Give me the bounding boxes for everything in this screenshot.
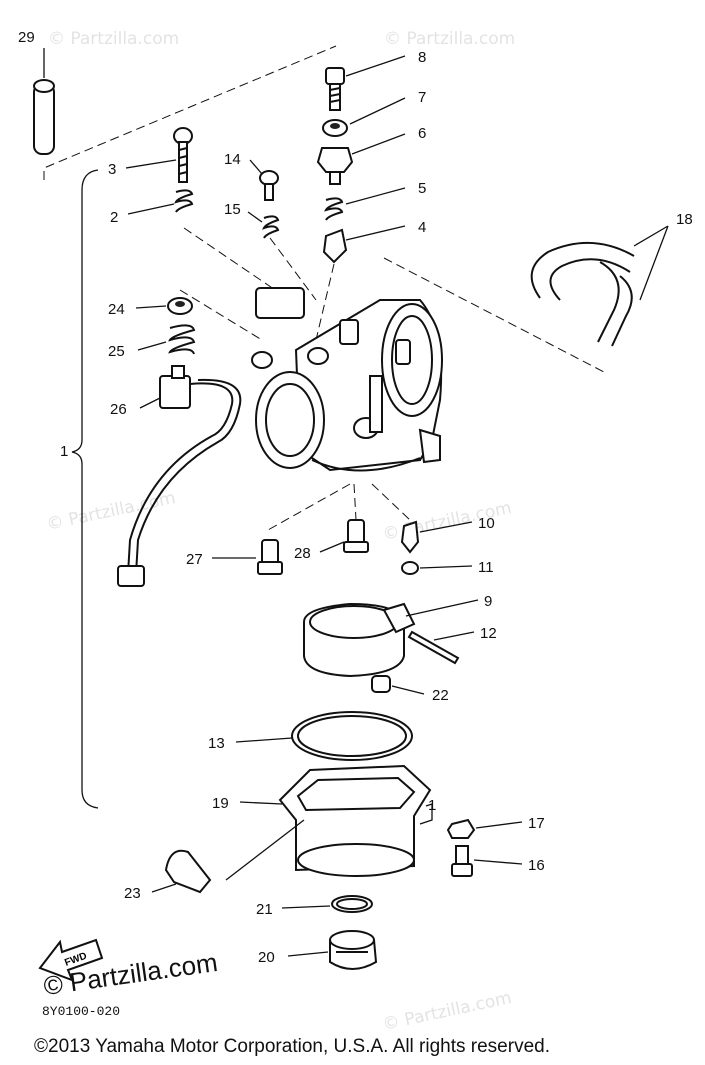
copyright-notice: ©2013 Yamaha Motor Corporation, U.S.A. A… [34, 1036, 550, 1057]
callout-7: 7 [418, 89, 426, 106]
callout-15: 15 [224, 201, 241, 218]
callout-13: 13 [208, 735, 225, 752]
part-27-jet [257, 539, 283, 575]
figure-code: 8Y0100-020 [42, 1004, 121, 1019]
callout-2: 2 [110, 209, 118, 226]
fwd-arrow-icon: FWD [38, 938, 104, 982]
watermark: © Partzilla.com [45, 488, 177, 535]
callout-numbers: 29 8 7 6 5 4 3 2 14 15 24 25 26 1 18 27 … [18, 29, 693, 966]
part-22-jet [371, 675, 391, 693]
part-23-clamp [164, 849, 212, 894]
part-25-spring [168, 324, 196, 355]
callout-6: 6 [418, 125, 426, 142]
callout-21: 21 [256, 901, 273, 918]
part-9-float [303, 602, 416, 678]
callout-25: 25 [108, 343, 125, 360]
callout-22: 22 [432, 687, 449, 704]
part-15-spring [262, 215, 280, 239]
watermarks: © Partzilla.com © Partzilla.com © Partzi… [45, 29, 515, 1035]
callout-4: 4 [418, 219, 426, 236]
part-28-jet [343, 519, 369, 553]
part-21-oring [331, 895, 373, 913]
callout-24: 24 [108, 301, 125, 318]
carburetor-body [251, 287, 443, 472]
part-4-valve [322, 228, 348, 264]
watermark: © Partzilla.com [381, 988, 513, 1035]
part-12-pin [407, 630, 460, 665]
part-5-spring [324, 197, 344, 221]
callout-1: 1 [60, 443, 68, 460]
leader-lines [43, 48, 669, 957]
callout-11: 11 [478, 559, 494, 576]
callout-29: 29 [18, 29, 35, 46]
part-8-screw [325, 67, 345, 111]
watermark: © Partzilla.com [384, 29, 515, 49]
part-11-washer [401, 561, 419, 575]
callout-27: 27 [186, 551, 203, 568]
callout-3: 3 [108, 161, 116, 178]
part-20-drain-plug [329, 930, 378, 970]
callout-26: 26 [110, 401, 127, 418]
callout-23: 23 [124, 885, 141, 902]
callout-5: 5 [418, 180, 426, 197]
part-14-screw [259, 170, 279, 201]
part-17-nut [446, 818, 476, 839]
callout-8: 8 [418, 49, 426, 66]
part-26-fitting [117, 365, 242, 587]
callout-14: 14 [224, 151, 241, 168]
callout-18: 18 [676, 211, 693, 228]
assembly-bracket [71, 169, 99, 809]
part-3-screw [173, 127, 193, 183]
watermark: © Partzilla.com [48, 29, 179, 49]
callout-10: 10 [478, 515, 495, 532]
part-2-spring [174, 189, 194, 213]
part-13-gasket [291, 711, 413, 761]
callout-28: 28 [294, 545, 311, 562]
part-16-bolt [451, 845, 473, 877]
callout-1b: 1 [428, 797, 436, 814]
part-7-washer [322, 119, 348, 137]
part-6-plug [316, 147, 354, 185]
callout-12: 12 [480, 625, 497, 642]
part-18-hose [530, 242, 635, 347]
callout-17: 17 [528, 815, 545, 832]
part-10-needle [400, 520, 420, 554]
callout-19: 19 [212, 795, 229, 812]
part-29-tube [33, 79, 55, 155]
callout-16: 16 [528, 857, 545, 874]
callout-9: 9 [484, 593, 492, 610]
part-24-washer [167, 297, 193, 315]
callout-20: 20 [258, 949, 275, 966]
part-19-float-bowl [278, 764, 432, 877]
